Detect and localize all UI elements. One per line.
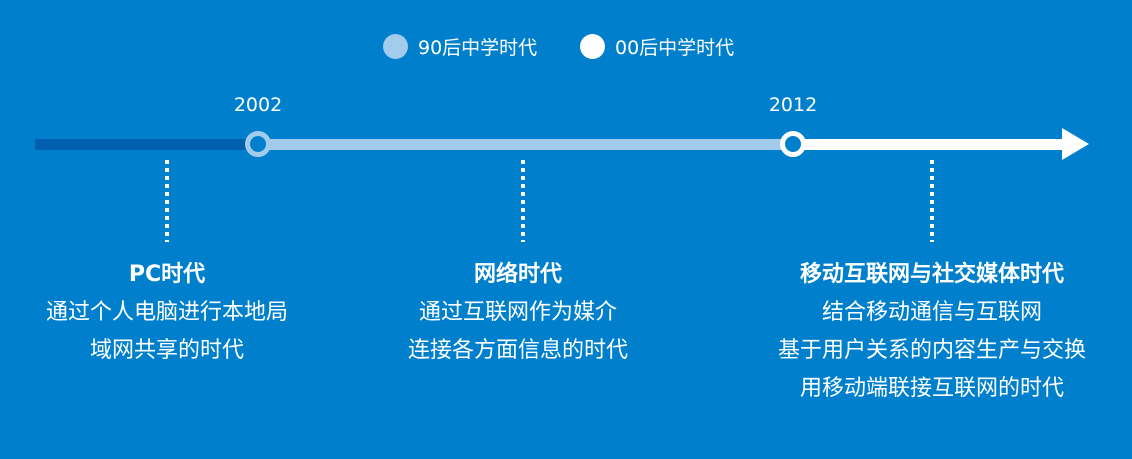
era-description-line: 基于用户关系的内容生产与交换 — [777, 338, 1087, 363]
era-description-line: 域网共享的时代 — [89, 338, 245, 363]
timeline-segment-late — [793, 139, 1065, 150]
era-description-line: 用移动端联接互联网的时代 — [799, 376, 1065, 401]
era-pc: PC时代 通过个人电脑进行本地局 域网共享的时代 — [46, 256, 288, 370]
dotted-connector — [165, 160, 169, 242]
era-title: PC时代 — [128, 262, 206, 287]
year-label-2002: 2002 — [233, 94, 283, 116]
legend-label: 00后中学时代 — [615, 37, 735, 59]
legend-item-00s: 00后中学时代 — [580, 33, 734, 60]
era-description-line: 连接各方面信息的时代 — [407, 338, 629, 363]
legend-item-90s: 90后中学时代 — [383, 33, 537, 60]
legend-swatch-white — [580, 34, 605, 59]
era-network: 网络时代 通过互联网作为媒介 连接各方面信息的时代 — [408, 256, 628, 370]
era-description-line: 通过互联网作为媒介 — [418, 300, 618, 325]
timeline-segment-mid — [258, 139, 793, 150]
timeline-node-2012 — [780, 131, 806, 157]
era-title: 移动互联网与社交媒体时代 — [799, 262, 1065, 287]
dotted-connector — [521, 160, 525, 242]
arrow-head-icon — [1062, 128, 1089, 160]
legend-label: 90后中学时代 — [418, 37, 538, 59]
timeline-node-2002 — [245, 131, 271, 157]
dotted-connector — [930, 160, 934, 242]
legend-swatch-light-blue — [383, 34, 408, 59]
timeline-segment-early — [35, 139, 258, 150]
era-mobile-social: 移动互联网与社交媒体时代 结合移动通信与互联网 基于用户关系的内容生产与交换 用… — [778, 256, 1086, 408]
era-title: 网络时代 — [473, 262, 563, 287]
year-label-2012: 2012 — [768, 94, 818, 116]
era-description-line: 结合移动通信与互联网 — [821, 300, 1043, 325]
era-description-line: 通过个人电脑进行本地局 — [45, 300, 289, 325]
